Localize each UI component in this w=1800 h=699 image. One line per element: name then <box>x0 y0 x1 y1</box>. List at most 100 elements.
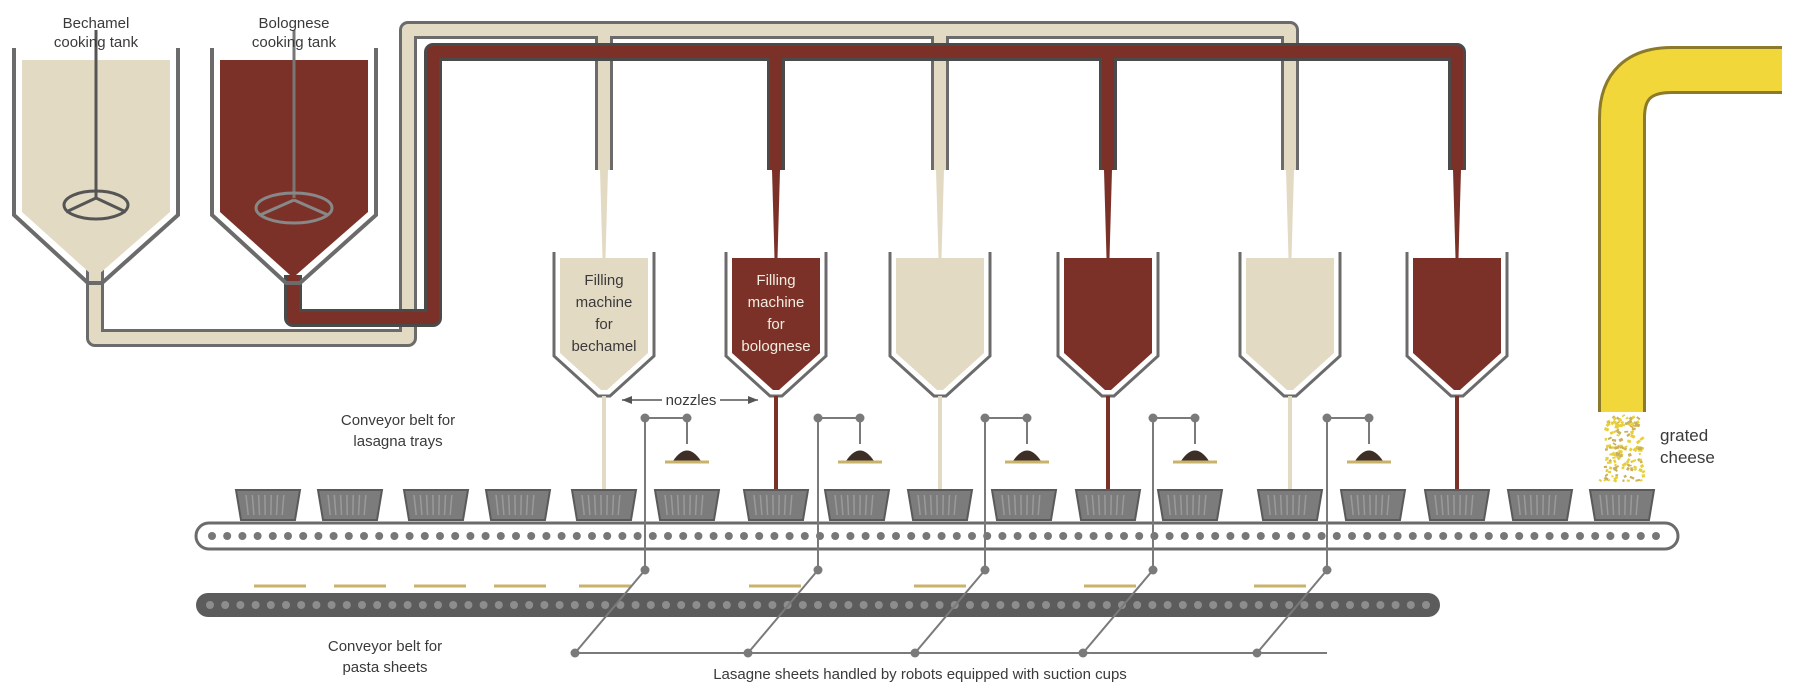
pasta-belt-roller <box>236 601 245 609</box>
pasta-belt-roller <box>555 601 564 609</box>
pasta-belt-roller <box>1194 601 1202 609</box>
cheese-flake <box>1605 422 1611 428</box>
filling-machine-5-bechamel <box>1238 170 1342 492</box>
pasta-belt-roller <box>1285 601 1294 609</box>
robot-arm-lower <box>914 569 986 654</box>
tray-ridge <box>1179 494 1183 516</box>
cheese-flake <box>1633 465 1638 469</box>
tray-body <box>1256 489 1324 521</box>
tray-belt-body <box>194 521 1680 551</box>
cheese-flake <box>1638 446 1643 449</box>
robot-arm-upper <box>644 417 688 570</box>
tray-ridge <box>1635 494 1639 516</box>
hopper-fill <box>1064 258 1152 390</box>
bechamel-pipe-network <box>86 21 1299 347</box>
tray-ridge <box>700 494 704 516</box>
cheese-flake <box>1614 425 1619 430</box>
pasta-belt-roller <box>1270 601 1278 609</box>
tray-belt-roller <box>329 532 338 540</box>
pasta-belt-roller <box>358 601 366 609</box>
pasta-belt-roller <box>1346 601 1354 609</box>
tray-belt-roller <box>451 532 460 540</box>
tray-belt-roller <box>1348 532 1356 540</box>
suction-cup <box>1181 450 1209 461</box>
tray-ridge <box>947 494 951 516</box>
tray-belt-roller <box>1576 532 1584 540</box>
feed-stream <box>1286 170 1294 258</box>
cheese-flake <box>1628 416 1634 421</box>
cheese-label-2: cheese <box>1660 448 1715 467</box>
lasagna-tray <box>316 489 384 521</box>
pasta-belt-roller <box>768 601 777 609</box>
tray-ridge <box>1085 494 1089 516</box>
cheese-flake <box>1609 453 1615 456</box>
pasta-belt-roller <box>692 601 701 609</box>
cheese-flake <box>1606 461 1612 465</box>
lasagna-tray <box>570 489 638 521</box>
tray-belt-roller <box>968 532 976 540</box>
cheese-flake <box>1631 427 1636 431</box>
nozzles-label: nozzles <box>666 392 717 409</box>
tray-belt-roller <box>1636 532 1645 540</box>
pasta-belt-roller <box>1209 601 1218 609</box>
tray-belt-label-2: lasagna trays <box>353 433 442 450</box>
tray-belt-roller <box>208 532 216 540</box>
tray-belt-roller <box>481 532 490 540</box>
pasta-belt-roller <box>1072 601 1081 609</box>
pasta-belt-roller <box>1042 601 1050 609</box>
tray-belt-roller <box>284 532 292 540</box>
tray-belt-roller <box>1135 532 1144 540</box>
cheese-flake <box>1603 427 1610 432</box>
tray-belt-roller <box>1515 532 1524 540</box>
pasta-belt-roller <box>586 601 594 609</box>
pasta-belt-roller <box>464 601 473 609</box>
robot-arm-3 <box>910 413 1049 658</box>
pasta-belt-roller <box>814 601 822 609</box>
cheese-flake <box>1616 430 1622 435</box>
pasta-belt-roller <box>722 601 731 609</box>
hopper-fill <box>896 258 984 390</box>
tray-body <box>1339 489 1407 521</box>
pasta-belt-roller <box>1315 601 1324 609</box>
tray-belt-roller <box>512 532 520 540</box>
pasta-belt-roller <box>388 601 397 609</box>
tray-ridge <box>1611 494 1615 516</box>
tray-belt-roller <box>664 532 672 540</box>
robot-joint <box>813 413 823 423</box>
pasta-belt-roller <box>996 601 1005 609</box>
tray-belt-roller <box>922 532 931 540</box>
tray-ridge <box>1121 494 1125 516</box>
pasta-belt-roller <box>525 601 534 609</box>
bolognese-tank-label-2: cooking tank <box>252 34 337 51</box>
cheese-flake <box>1612 442 1617 446</box>
cheese-flake <box>1626 419 1633 425</box>
suction-cup-robots <box>570 413 1391 658</box>
pasta-belt-roller <box>1026 601 1035 609</box>
tray-belt-roller <box>1469 532 1478 540</box>
cheese-flake <box>1629 475 1635 480</box>
tray-belt-roller <box>527 532 536 540</box>
tray-ridge <box>617 494 621 516</box>
pasta-belt-roller <box>798 601 807 609</box>
robot-arm-upper <box>817 417 861 570</box>
tray-ridge <box>443 494 447 516</box>
pasta-belt-roller <box>297 601 306 609</box>
tray-ridge <box>929 494 933 516</box>
pasta-belt-roller <box>1224 601 1233 609</box>
tray-body <box>316 489 384 521</box>
pasta-belt-roller <box>1422 601 1430 609</box>
tray-belt-roller <box>679 532 688 540</box>
robot-arm-lower <box>1256 569 1328 654</box>
pasta-belt-roller <box>1102 601 1111 609</box>
cheese-flake <box>1617 417 1623 423</box>
cheese-flake <box>1608 466 1613 470</box>
tray-body <box>823 489 891 521</box>
tray-belt-roller <box>1272 532 1280 540</box>
tray-ridge <box>765 494 769 516</box>
tray-belt-rollers <box>208 532 1660 540</box>
tray-belt-roller <box>1028 532 1037 540</box>
cheese-flake <box>1612 456 1616 459</box>
tray-conveyor-belt <box>194 521 1680 551</box>
tray-ridge <box>1523 494 1527 516</box>
